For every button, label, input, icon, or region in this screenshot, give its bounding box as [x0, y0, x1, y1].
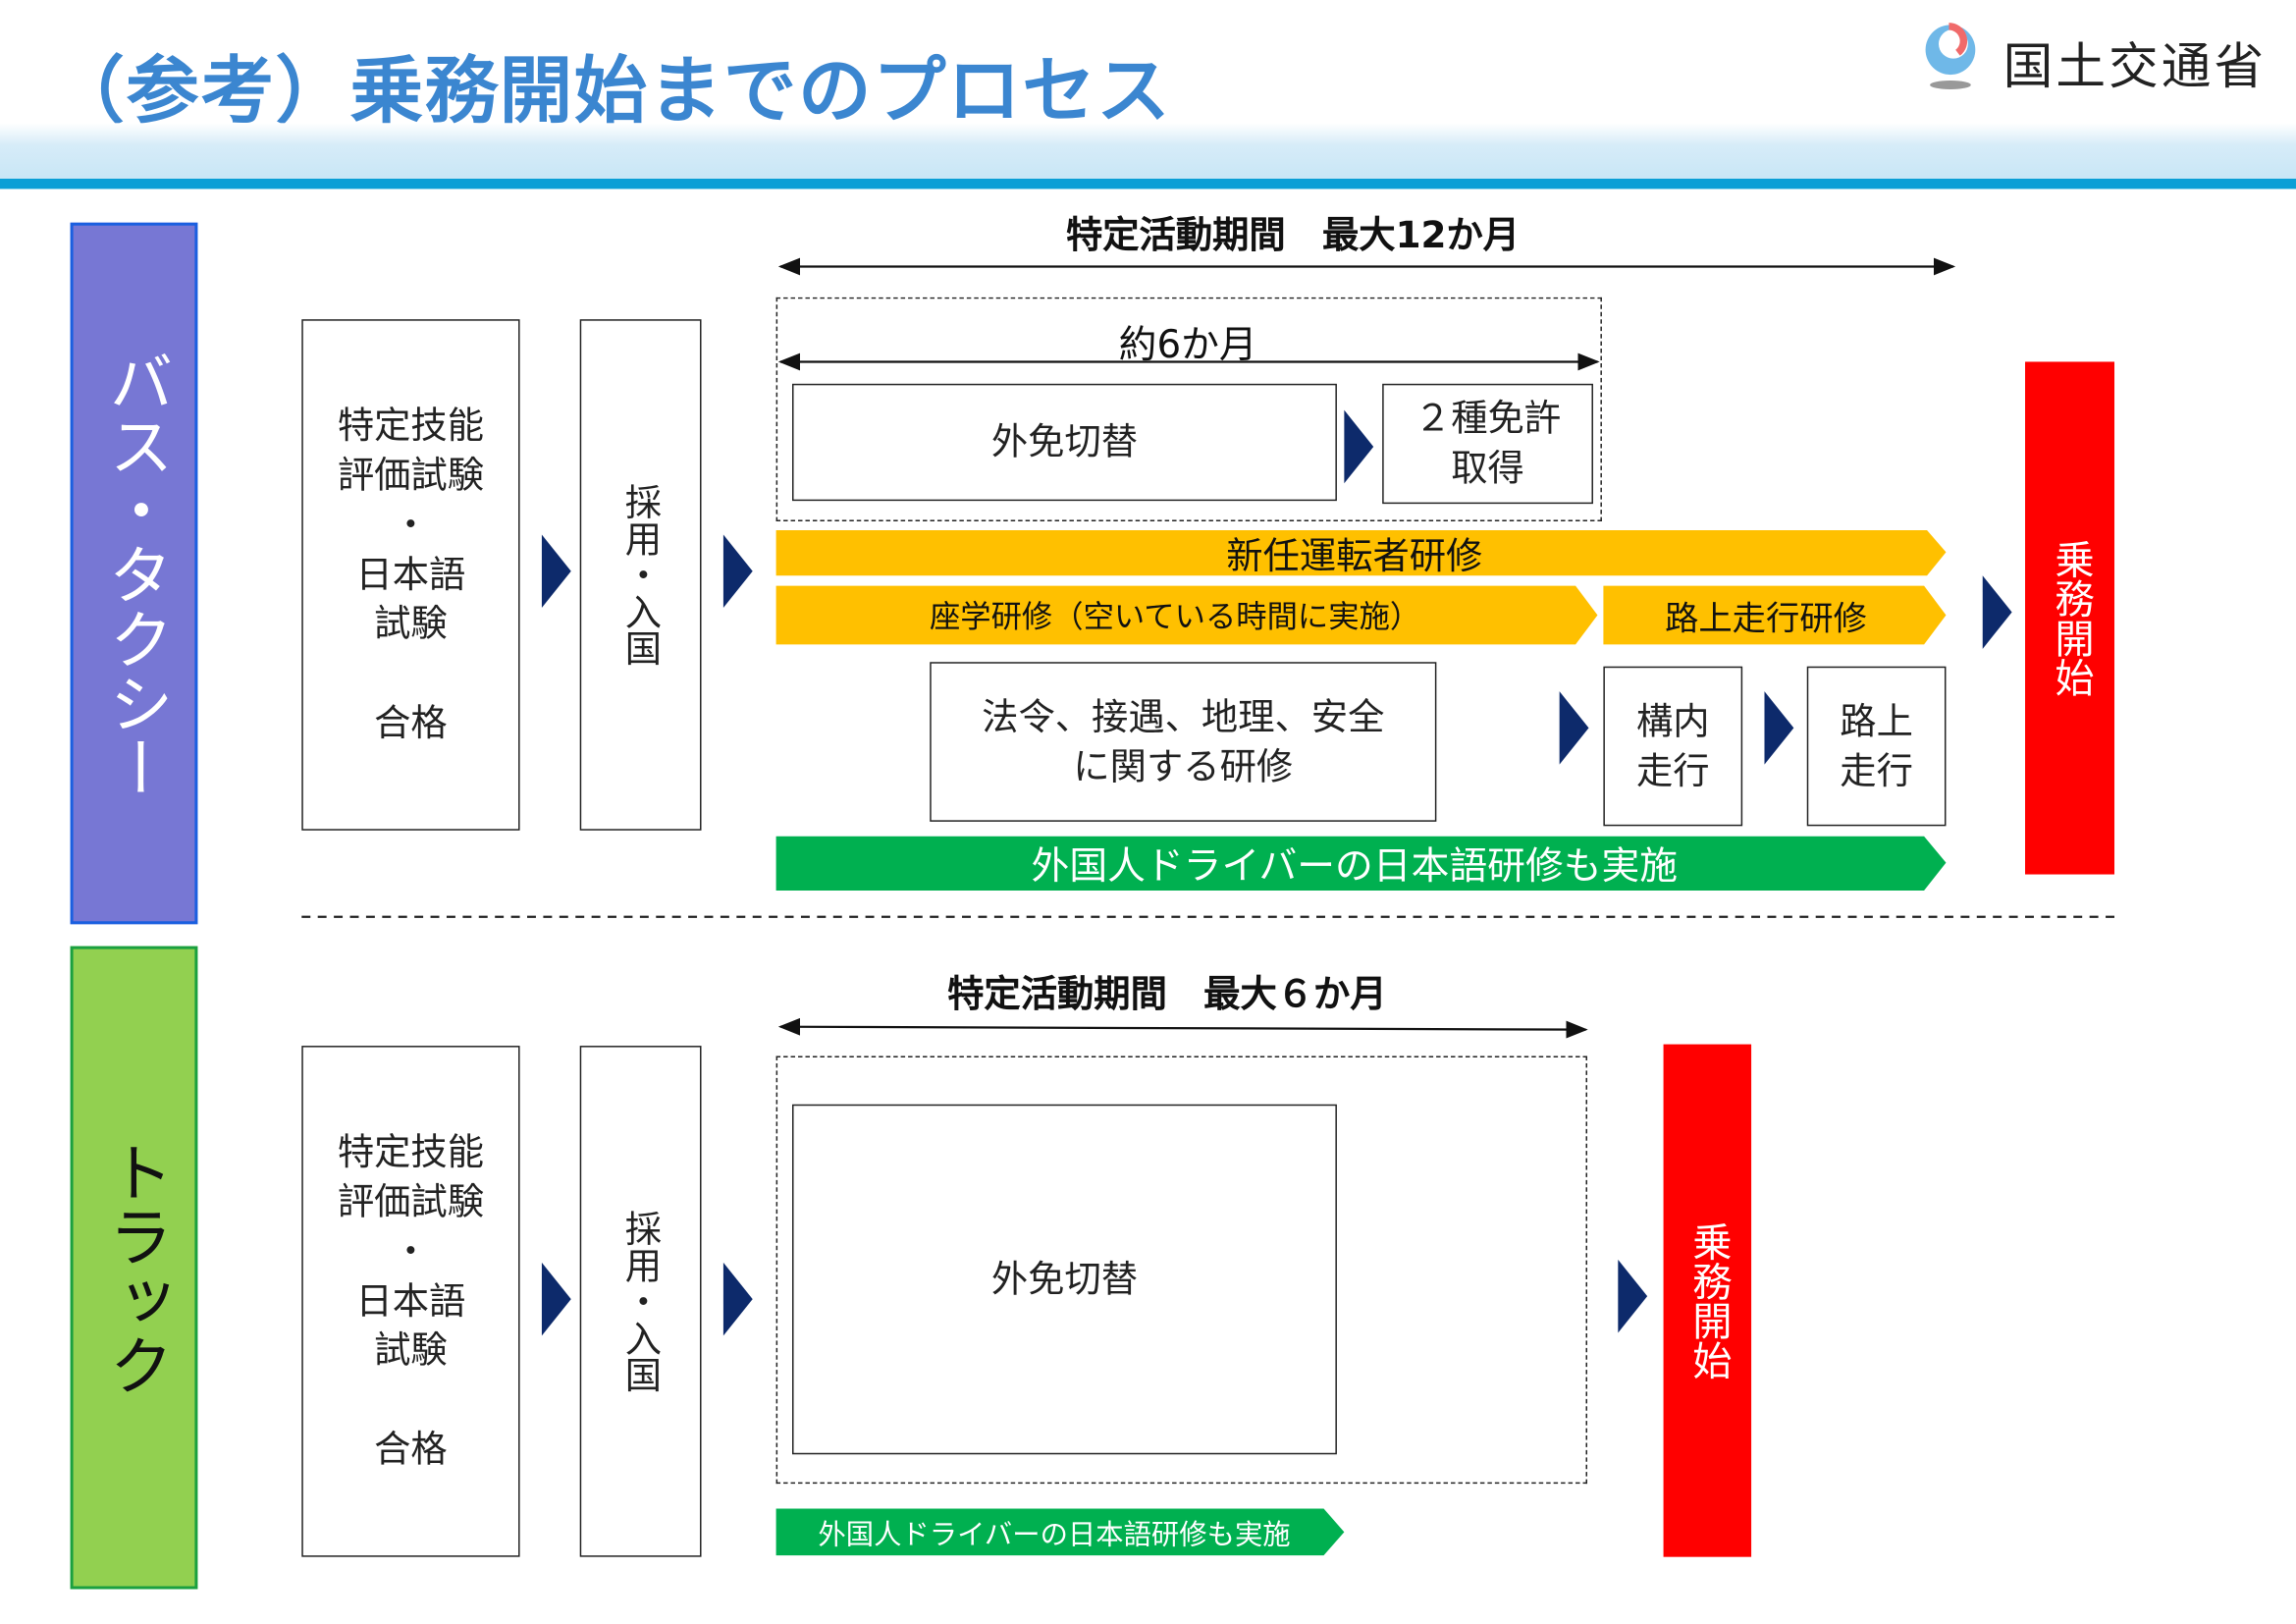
- exam-line: 日本語: [355, 1279, 466, 1323]
- exam-line: ・: [392, 1229, 430, 1272]
- truck-hire-box: 採用・入国: [579, 1046, 702, 1557]
- bus-6month-dashed-box: [775, 297, 1602, 522]
- line: 走行: [1840, 749, 1913, 792]
- exam-line: 試験: [374, 602, 448, 645]
- truck-6month-arrow: [777, 1017, 1588, 1039]
- flow-arrow-icon: [1618, 1259, 1648, 1333]
- exam-line: 評価試験: [337, 1180, 485, 1223]
- exam-line: 合格: [374, 1428, 448, 1471]
- truck-dashed-box: [775, 1056, 1588, 1485]
- flow-arrow-icon: [1344, 409, 1374, 484]
- page-title: （参考）乗務開始までのプロセス: [51, 48, 1172, 134]
- truck-license-convert-box: 外免切替: [792, 1104, 1337, 1455]
- exam-line: 特定技能: [337, 1130, 485, 1174]
- header-line: [0, 178, 2296, 189]
- truck-japanese-training-bar: [775, 1508, 1345, 1556]
- exam-line: 日本語: [355, 553, 466, 596]
- bus-period-heading: 特定活動期間 最大12か月: [1065, 213, 1521, 257]
- exam-line: ・: [392, 503, 430, 547]
- line: 取得: [1451, 446, 1524, 490]
- exam-line: 合格: [374, 701, 448, 744]
- yard-driving-box: 構内 走行: [1603, 666, 1743, 827]
- line: に関する研修: [1073, 744, 1294, 787]
- truck-exam-box: 特定技能 評価試験 ・ 日本語 試験 合格: [301, 1046, 520, 1557]
- classroom-training-bar: [775, 585, 1598, 645]
- truck-japanese-training-label: 外国人ドライバーの日本語研修も実施: [818, 1518, 1291, 1550]
- road-training-label: 路上走行研修: [1665, 600, 1867, 639]
- new-driver-training-label: 新任運転者研修: [1226, 533, 1483, 576]
- bus-japanese-training-bar: [775, 836, 1947, 891]
- class2-license-box: ２種免許 取得: [1382, 383, 1593, 505]
- truck-start-box: 乗務開始: [1663, 1044, 1752, 1557]
- bus-start-box: 乗務開始: [2025, 361, 2115, 875]
- flow-arrow-icon: [1764, 691, 1794, 765]
- flow-arrow-icon: [541, 1262, 571, 1336]
- classroom-training-label: 座学研修（空いている時間に実施）: [929, 599, 1421, 634]
- header-band: [0, 123, 2296, 179]
- road-driving-box: 路上 走行: [1806, 666, 1947, 827]
- exam-line: 試験: [374, 1328, 448, 1372]
- line: 構内: [1635, 699, 1710, 742]
- truck-period-heading: 特定活動期間 最大６か月: [947, 972, 1387, 1015]
- flow-arrow-icon: [1982, 575, 2012, 649]
- flow-arrow-icon: [541, 534, 571, 609]
- logo-text: 国土交通省: [2002, 37, 2268, 97]
- road-training-bar: [1603, 585, 1947, 645]
- new-driver-training-bar: [775, 529, 1947, 576]
- flow-arrow-icon: [722, 534, 753, 609]
- exam-line: 評価試験: [337, 454, 485, 497]
- bus-taxi-label: バス・タクシー: [70, 222, 198, 925]
- flow-arrow-icon: [722, 1262, 753, 1336]
- bus-japanese-training-label: 外国人ドライバーの日本語研修も実施: [1031, 844, 1679, 890]
- bus-license-convert-box: 外免切替: [792, 383, 1337, 502]
- flow-arrow-icon: [1559, 691, 1589, 765]
- exam-line: 特定技能: [337, 405, 485, 448]
- line: 走行: [1635, 749, 1710, 792]
- line: 法令、接遇、地理、安全: [982, 695, 1385, 738]
- line: 路上: [1840, 699, 1913, 742]
- bus-hire-box: 採用・入国: [579, 319, 702, 831]
- line: ２種免許: [1414, 397, 1562, 440]
- hire-text: 採用・入国: [619, 1210, 663, 1393]
- hire-text: 採用・入国: [619, 483, 663, 667]
- mlit-logo-icon: [1925, 23, 1976, 89]
- law-training-box: 法令、接遇、地理、安全 に関する研修: [930, 662, 1437, 822]
- truck-label: トラック: [70, 946, 198, 1590]
- bus-exam-box: 特定技能 評価試験 ・ 日本語 試験 合格: [301, 319, 520, 831]
